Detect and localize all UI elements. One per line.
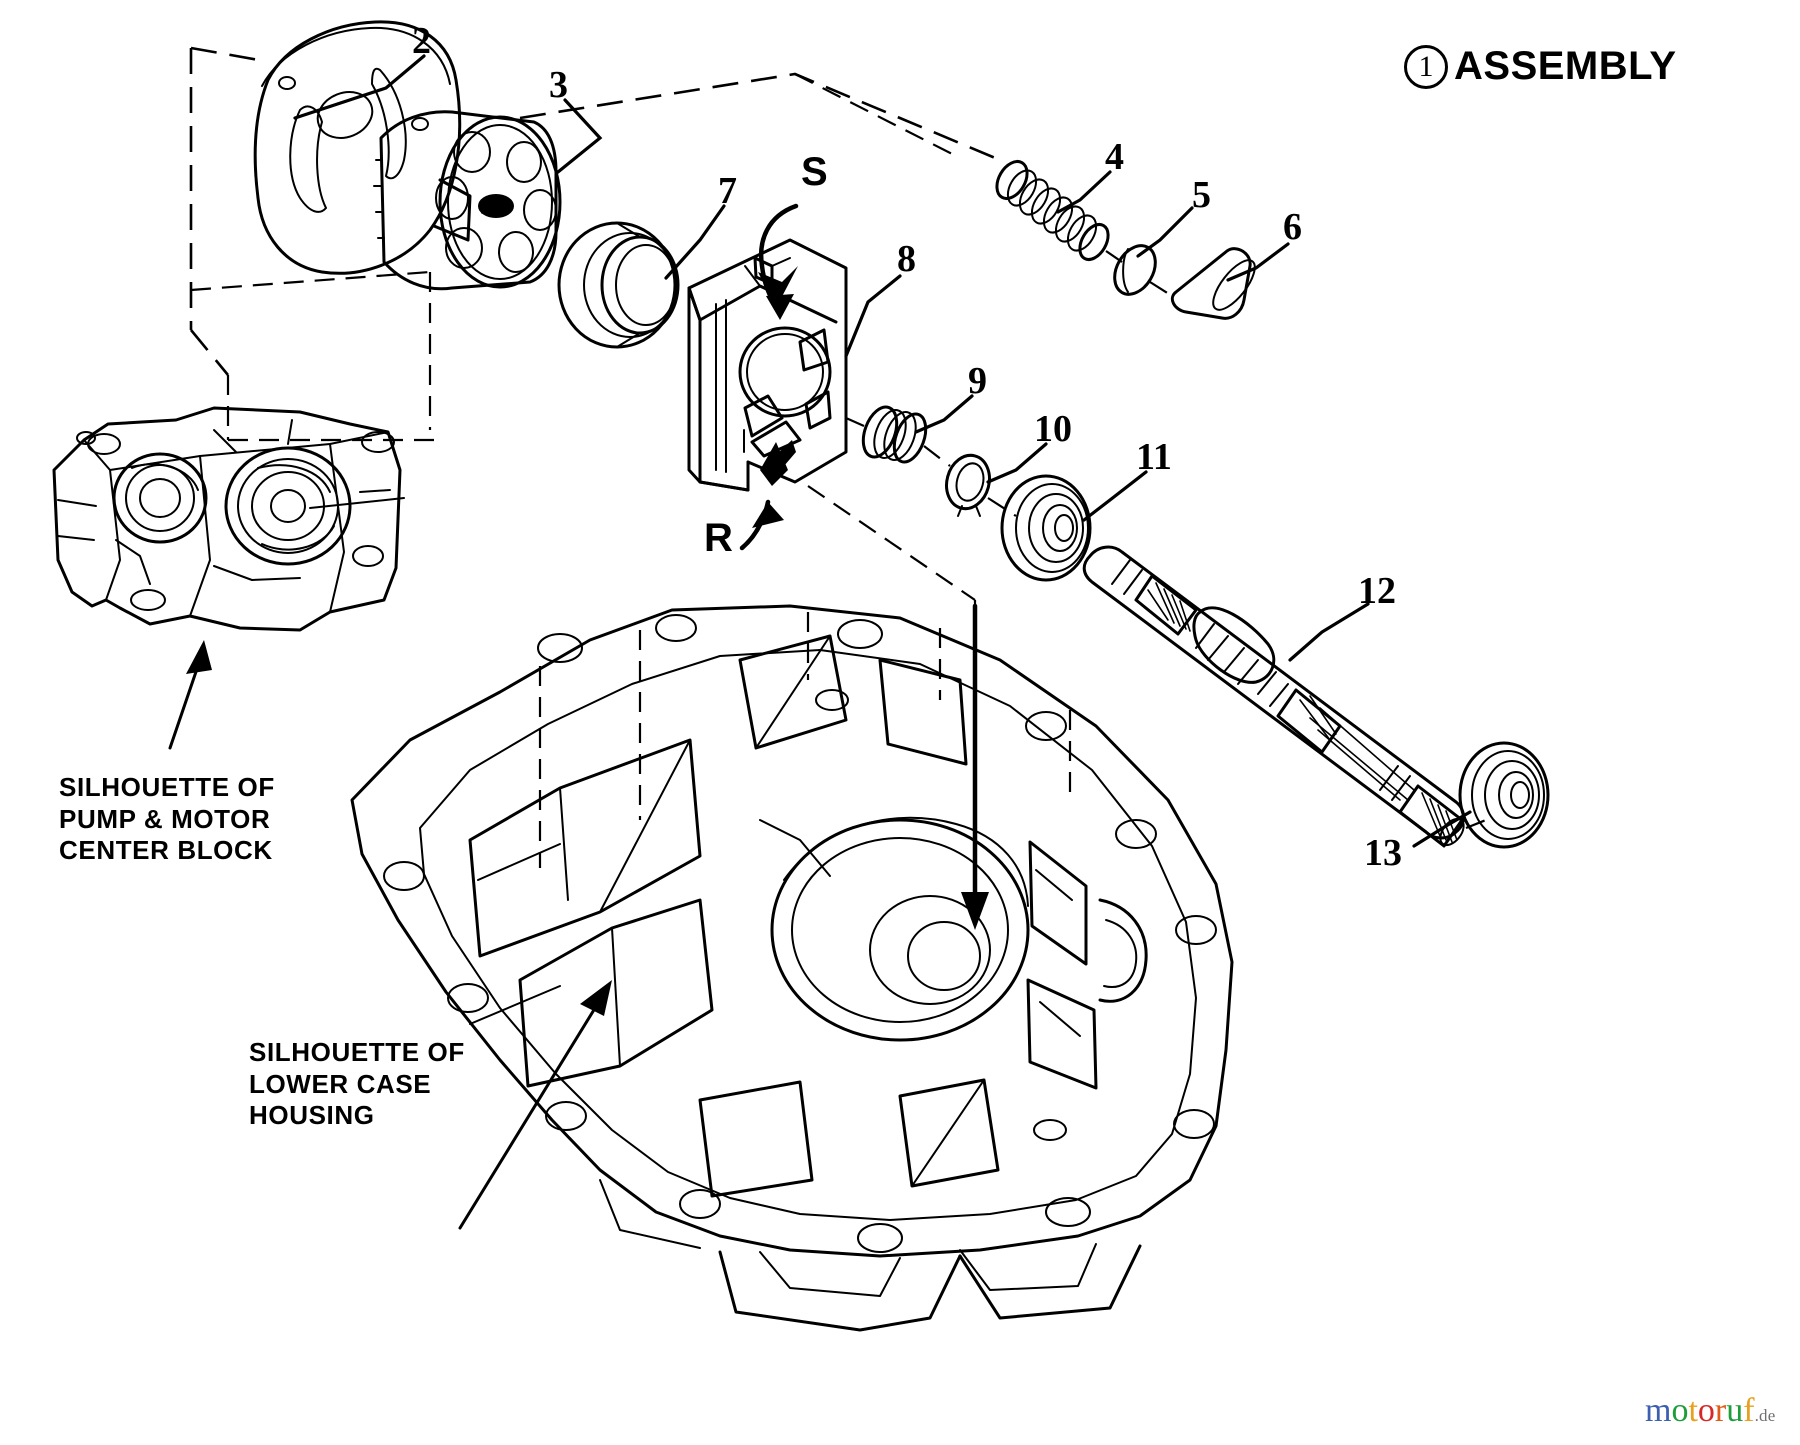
title-ref-number: 1 [1418,49,1434,83]
watermark-letter-3: o [1697,1392,1715,1429]
flow-arrow-r [739,440,796,551]
callout-number-7: 7 [718,170,737,212]
watermark-letter-5: u [1726,1392,1744,1429]
watermark-suffix: .de [1754,1406,1776,1425]
label-silhouette-lower-case: SILHOUETTE OF LOWER CASE HOUSING [249,1037,465,1131]
title-ref-circle: 1 [1404,44,1448,89]
label-silhouette-center-block: SILHOUETTE OF PUMP & MOTOR CENTER BLOCK [59,772,275,866]
diagram-title: 1 ASSEMBLY [1404,44,1677,89]
watermark-letter-0: m [1645,1392,1672,1429]
part-6-dowel-pin [1170,247,1256,320]
leader-arrow-lower-case [458,980,612,1230]
watermark-letter-2: t [1688,1392,1698,1429]
silhouette-lower-case-housing [350,604,1234,1332]
part-5-check-plug [1113,244,1157,296]
callout-number-6: 6 [1283,206,1302,248]
callout-leaders [293,54,1472,848]
callout-number-2: 2 [412,20,431,62]
part-3-cylinder-block [373,110,562,291]
silhouette-center-block [52,406,405,632]
callout-number-5: 5 [1192,174,1211,216]
flow-marker-r: R [704,516,734,560]
flow-marker-s: S [801,150,829,194]
flow-arrow-s [758,203,799,320]
part-11-ball-bearing [1000,474,1092,582]
callout-number-8: 8 [897,238,916,280]
callout-number-10: 10 [1034,408,1072,450]
part-13-ball-bearing-lower [1458,741,1550,849]
part-2-valve-plate [253,20,472,275]
part-7-seal-ring [557,221,680,349]
leader-arrow-center-block [168,640,212,750]
callout-number-11: 11 [1136,436,1172,478]
watermark-letter-1: o [1671,1392,1689,1429]
watermark-motoruf: motoruf.de [1645,1394,1775,1428]
callout-number-4: 4 [1105,136,1124,178]
callout-number-9: 9 [968,360,987,402]
part-12-motor-shaft [1082,545,1465,848]
title-label: ASSEMBLY [1454,44,1677,88]
watermark-letter-6: f [1743,1392,1755,1429]
callout-number-13: 13 [1364,832,1402,874]
assembly-direction-arrow [961,603,989,930]
part-4-spring [995,160,1110,262]
callout-number-3: 3 [549,64,568,106]
construction-guides [189,46,1001,905]
callout-number-12: 12 [1358,570,1396,612]
part-10-snap-ring [945,453,991,517]
watermark-letter-4: r [1714,1392,1727,1429]
part-9-spring-washer [861,405,928,464]
